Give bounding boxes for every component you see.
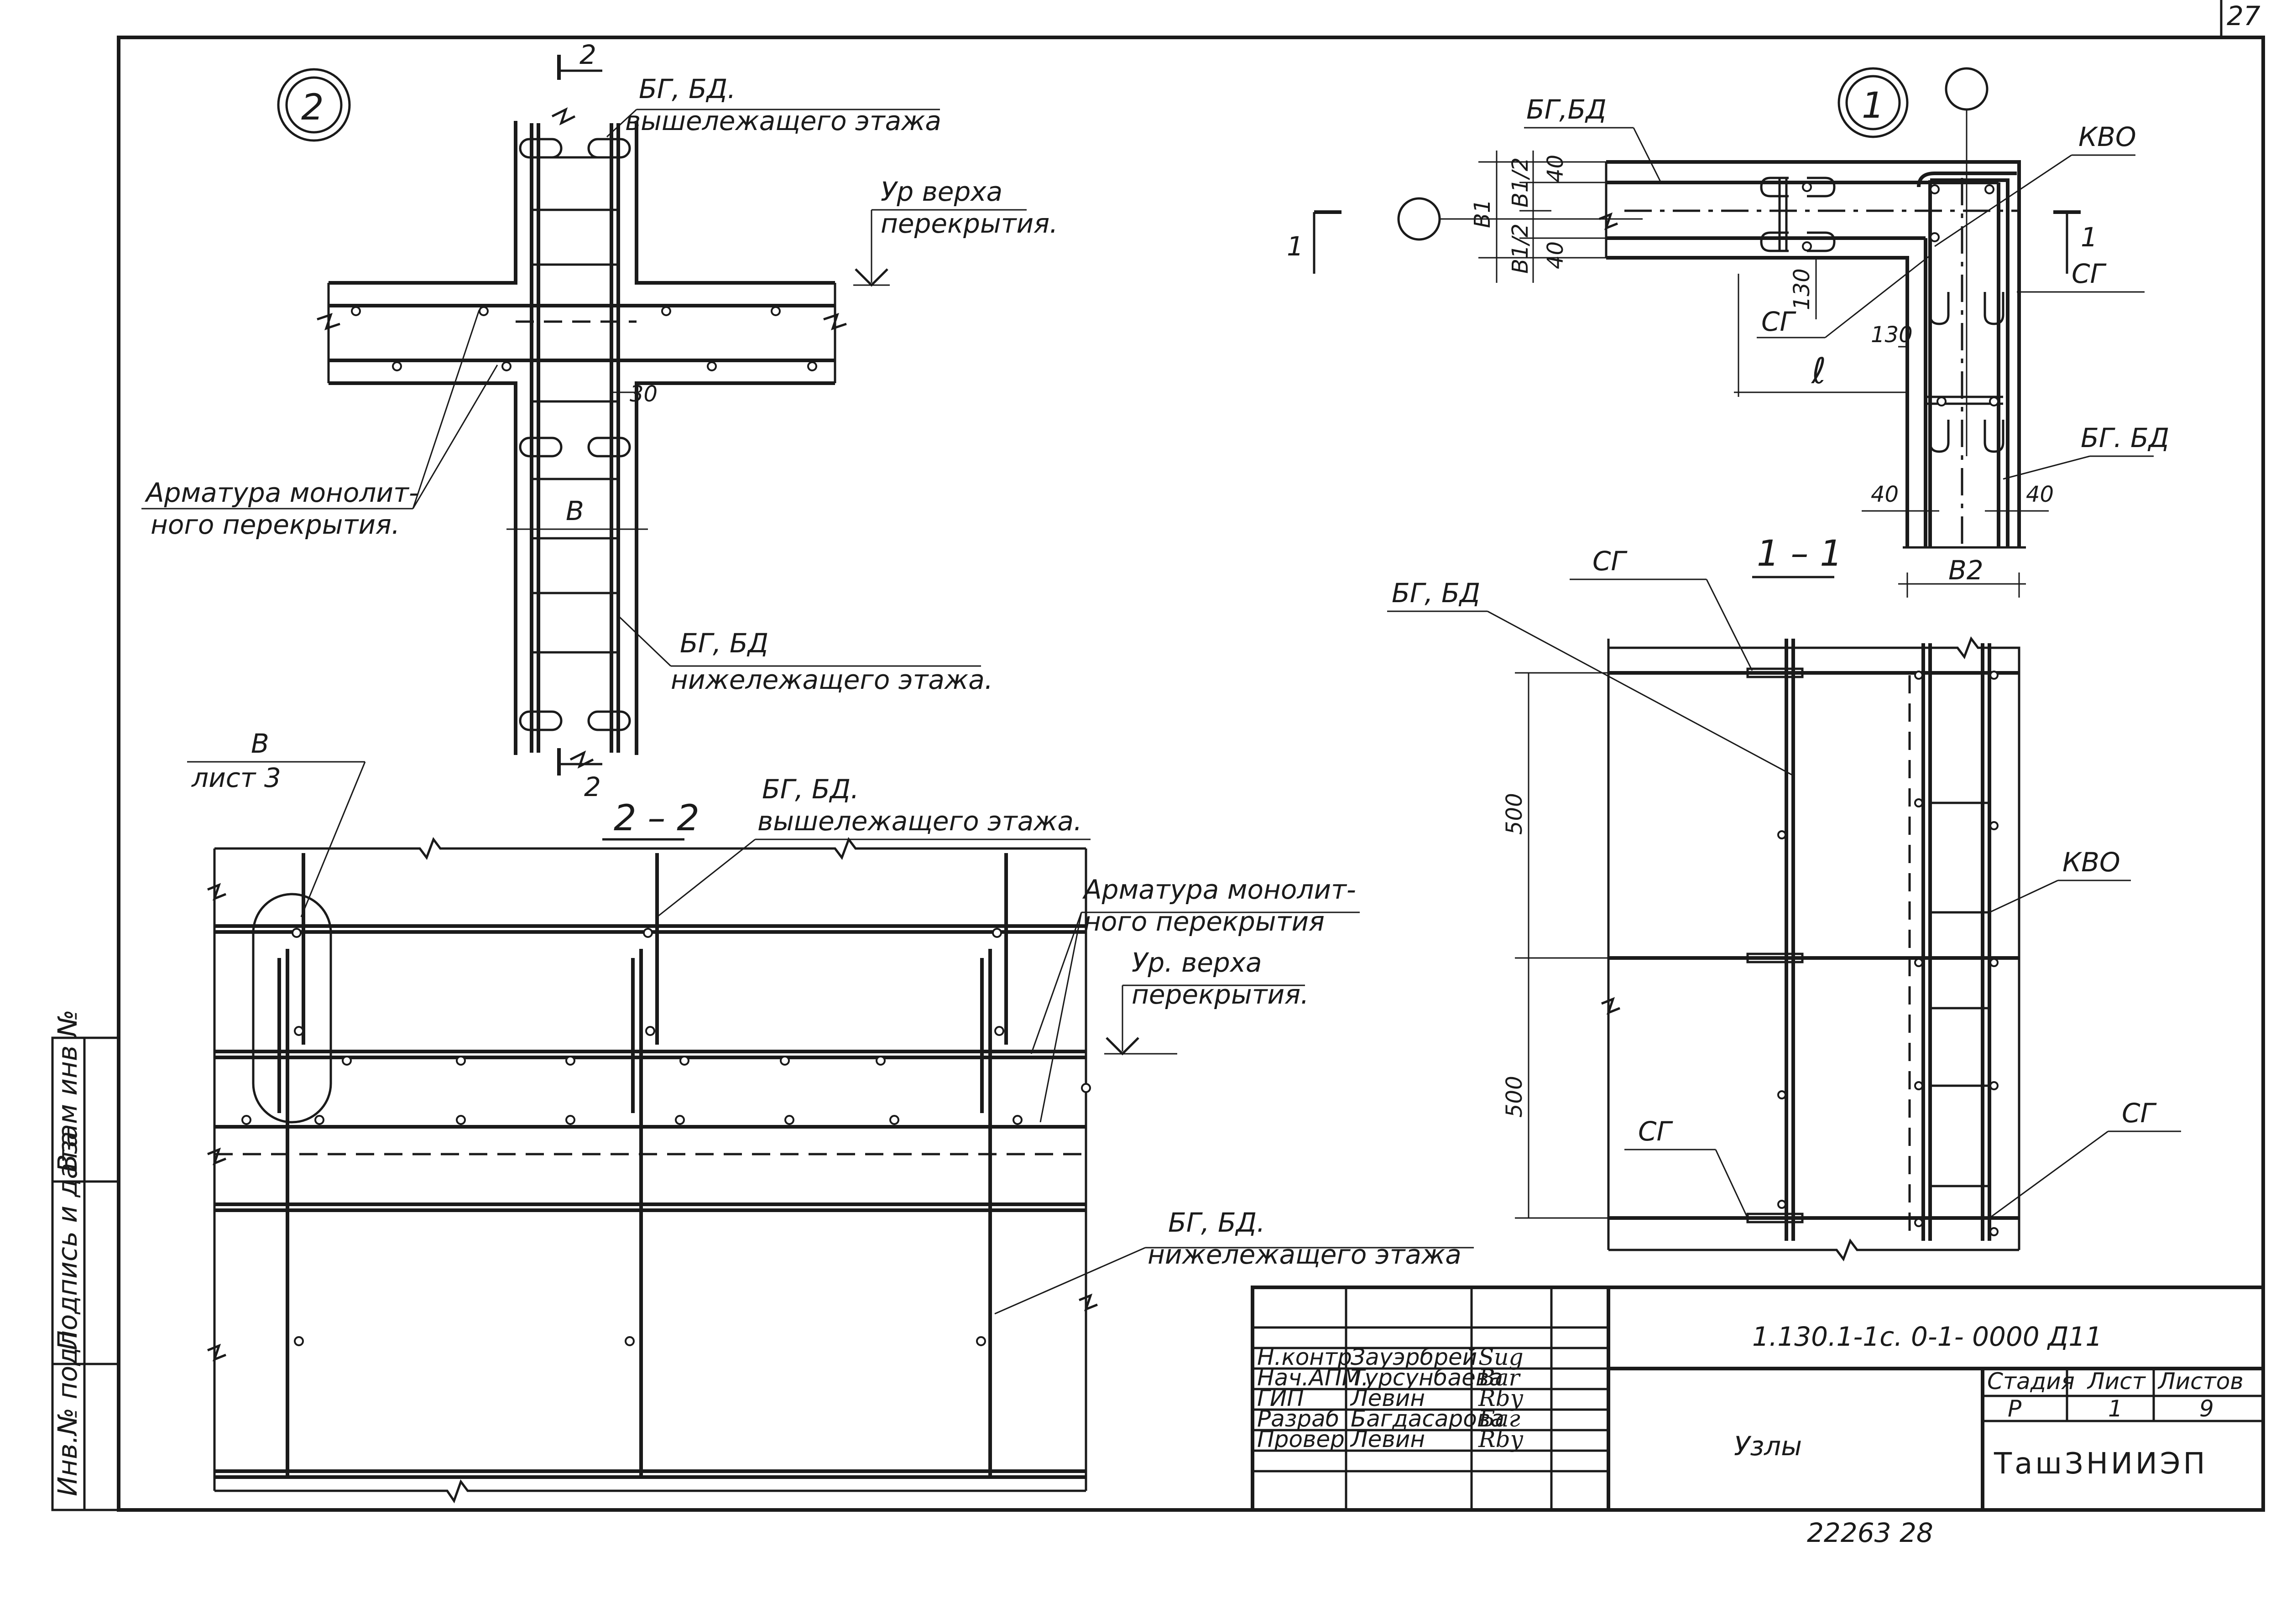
sheet-number: 27 <box>2227 0 2260 31</box>
node-2-slab-bars <box>351 306 817 371</box>
section-2-2-bar-ends <box>241 928 1091 1346</box>
section-2-2-bg-bd-above-2: вышележащего этажа. <box>757 806 1082 837</box>
node-2-clips <box>519 138 631 731</box>
title-block: 1.130.1-1с. 0-1- 0000 Д11 Узлы Стадия Ли… <box>1251 1286 2265 1512</box>
node-2-bg-bd-above: БГ, БД. <box>639 73 736 104</box>
section-1-1-sg-bottom-right: СГ <box>2122 1098 2157 1129</box>
node-1-dim-130a: 130 <box>1789 268 1815 310</box>
node-1-kvo: КВО <box>2078 121 2136 152</box>
node-2-slab-rebar-2: ного перекрытия. <box>151 509 400 540</box>
title-block-sheet-hdr: Лист <box>2087 1368 2146 1395</box>
role-label: ГИП <box>1257 1385 1304 1411</box>
section-2-2-bg-bd-below: БГ, БД. <box>1168 1207 1265 1238</box>
role-name: Зауэрбрей <box>1351 1344 1477 1370</box>
role-signature: Sug <box>1478 1344 1523 1370</box>
role-label: Н.контр <box>1257 1344 1352 1370</box>
section-2-2-ref-sheet: лист 3 <box>191 762 281 793</box>
node-1-marker: 1 <box>1862 85 1884 126</box>
node-1-bar-dots <box>1802 182 1999 406</box>
node-1-sg-right: СГ <box>2072 258 2107 289</box>
section-1-1-sg-top: СГ <box>1592 546 1628 577</box>
section-1-1-title: 1 – 1 <box>1757 533 1843 574</box>
section-1-1-dim-500a: 500 <box>1502 793 1527 835</box>
node-1-detail: 1 1 1 <box>1287 67 2169 598</box>
side-stamp-podpis: Подпись и дата <box>52 1131 83 1350</box>
node-1-dim-B2: В2 <box>1948 555 1983 586</box>
role-label: Разраб <box>1257 1405 1340 1432</box>
title-block-stage: Р <box>2008 1395 2022 1422</box>
node-2-ties <box>532 156 618 654</box>
node-2-floor-level-1: Ур верха <box>881 176 1002 207</box>
section-2-2-title: 2 – 2 <box>614 798 699 839</box>
role-name: Турсунбаева <box>1351 1364 1503 1391</box>
role-name: Левин <box>1350 1426 1425 1452</box>
node-1-sg-left: СГ <box>1761 306 1796 337</box>
role-signature: Баг <box>1478 1405 1520 1432</box>
section-1-1-dim-500b: 500 <box>1502 1076 1527 1118</box>
node-2-dim-30: 30 <box>630 381 658 407</box>
role-signature: Rby <box>1478 1385 1524 1411</box>
node-1-dim-B1: В1 <box>1470 199 1495 228</box>
node-1-dim-l: ℓ <box>1811 351 1826 392</box>
node-1-dim-130b: 130 <box>1871 322 1913 348</box>
sheet-frame: 27 <box>117 0 2265 1512</box>
node-1-section-mark-right: 1 <box>2081 222 2098 253</box>
section-1-1-bg-bd: БГ, БД <box>1392 578 1480 609</box>
section-1-1: 1 – 1 <box>1387 533 2181 1262</box>
node-1-bg-bd-right: БГ. БД <box>2081 422 2169 453</box>
role-label: Нач.АПМ. <box>1257 1364 1369 1391</box>
node-2-bg-bd-above-2: вышележащего этажа <box>625 105 941 136</box>
role-signature: Rby <box>1478 1426 1524 1452</box>
node-2-section-mark-bottom: 2 <box>584 771 601 802</box>
section-2-2-floor-level-2: перекрытия. <box>1132 979 1309 1010</box>
side-stamp-vzam: Взам инв № <box>52 1010 83 1172</box>
title-block-sheets: 9 <box>2199 1395 2214 1422</box>
node-2-marker: 2 <box>301 87 324 128</box>
title-block-doc-code: 1.130.1-1с. 0-1- 0000 Д11 <box>1752 1321 2102 1352</box>
node-1-dim-B1-2b: В1/2 <box>1508 224 1533 274</box>
node-1-section-mark-left: 1 <box>1287 231 1304 262</box>
role-name: Багдасарова <box>1351 1405 1504 1432</box>
role-name: Левин <box>1350 1385 1425 1411</box>
section-1-1-kvo: КВО <box>2062 847 2120 878</box>
side-stamp: Инв.№ подл Подпись и дата Взам инв № <box>51 1010 120 1511</box>
node-1-dim-40a: 40 <box>1543 155 1568 182</box>
role-label: Провер <box>1257 1426 1345 1452</box>
section-2-2-slab-rebar-1: Арматура монолит- <box>1082 874 1356 905</box>
node-2-floor-level-2: перекрытия. <box>881 208 1058 239</box>
title-block-sheets-hdr: Листов <box>2157 1368 2244 1395</box>
section-2-2-slab-rebar-2: ного перекрытия <box>1084 906 1325 937</box>
title-block-title: Узлы <box>1734 1431 1802 1462</box>
node-2-detail: 2 2 2 <box>141 39 1058 802</box>
node-2-slab-rebar-1: Арматура монолит- <box>144 477 418 508</box>
section-2-2: 2 – 2 <box>187 728 1474 1504</box>
section-2-2-bg-bd-above: БГ, БД. <box>762 774 859 805</box>
section-2-2-ref-B: В <box>251 728 269 759</box>
node-1-dim-B1-2a: В1/2 <box>1508 157 1533 208</box>
node-1-dim-40c: 40 <box>1871 482 1899 507</box>
node-2-bg-bd-below: БГ, БД <box>680 628 768 659</box>
section-2-2-bg-bd-below-2: нижележащего этажа <box>1148 1239 1462 1270</box>
title-block-org: ТашЗНИИЭП <box>1994 1447 2208 1481</box>
title-block-stage-hdr: Стадия <box>1987 1368 2075 1395</box>
footer-numbers: 22263 28 <box>1807 1517 1933 1548</box>
section-2-2-floor-level-1: Ур. верха <box>1132 947 1262 978</box>
node-1-dim-40b: 40 <box>1543 241 1568 269</box>
node-1-dim-40d: 40 <box>2026 482 2054 507</box>
node-2-section-mark-top: 2 <box>579 39 596 70</box>
section-1-1-ties <box>1777 671 1999 1236</box>
section-1-1-sg-bottom-left: СГ <box>1638 1116 1673 1147</box>
node-2-bg-bd-below-2: нижележащего этажа. <box>671 664 993 695</box>
role-signature: Bar <box>1478 1364 1521 1391</box>
node-1-bg-bd-top: БГ,БД <box>1526 94 1607 125</box>
title-block-sheet: 1 <box>2108 1395 2123 1422</box>
side-stamp-inv-podl: Инв.№ подл <box>52 1331 83 1496</box>
node-2-dim-B: В <box>566 495 584 526</box>
